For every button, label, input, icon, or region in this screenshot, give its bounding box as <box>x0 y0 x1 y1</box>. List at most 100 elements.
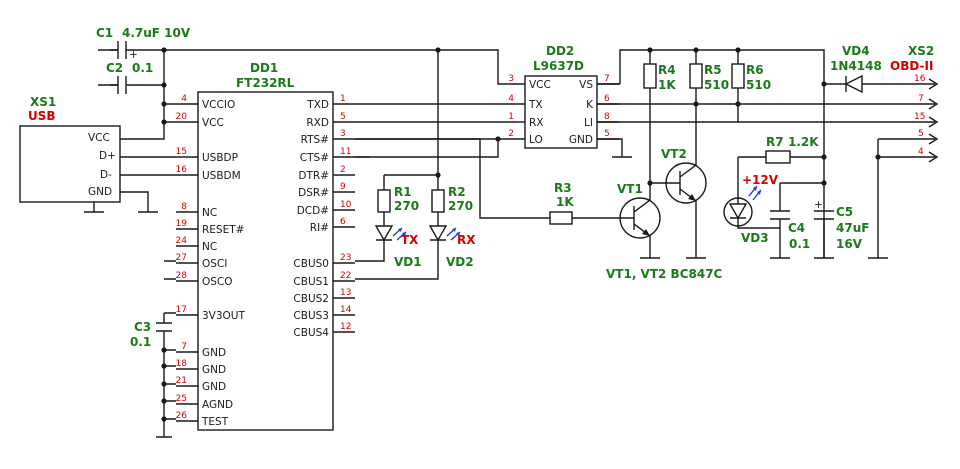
xs2-ref: XS2 <box>908 44 934 58</box>
dd1-pin-3-number: 3 <box>340 129 346 139</box>
xs1-pin-dminus: D- <box>100 169 112 181</box>
dd2-pin-8-number: 8 <box>604 112 610 122</box>
dd1-pin-17-number: 17 <box>176 305 187 315</box>
xs1-pin-vcc: VCC <box>88 132 110 144</box>
dd1-pin-24-name: NC <box>202 241 217 253</box>
dd2-pin-1-number: 1 <box>508 112 514 122</box>
dd1-pin-22-number: 22 <box>340 271 351 281</box>
r2-resistor <box>431 189 445 213</box>
dd1-pin-14-number: 14 <box>340 305 352 315</box>
junction-dots <box>161 47 881 422</box>
r5-resistor <box>689 63 703 89</box>
vd3-tag: +12V <box>742 173 779 187</box>
dd1-pin-11-number: 11 <box>340 147 351 157</box>
dd1-pin-2-name: DTR# <box>298 170 329 182</box>
vt2-ref: VT2 <box>661 147 687 161</box>
r3-resistor <box>549 211 573 225</box>
dd1-pin-9-name: DSR# <box>298 187 329 199</box>
vd3-ref: VD3 <box>741 231 769 245</box>
r4-value: 1K <box>658 78 676 92</box>
dd1-pin-1-number: 1 <box>340 94 346 104</box>
dd1-pin-21-name: GND <box>202 381 226 393</box>
dd2-pin-2-number: 2 <box>508 129 514 139</box>
c5-capacitor: + C5 47uF 16V <box>814 199 869 259</box>
dd1-pin-8-name: NC <box>202 207 217 219</box>
dd2-pin-6-name: K <box>586 99 594 111</box>
r7-ref: R7 <box>766 135 784 149</box>
r6-value: 510 <box>746 78 771 92</box>
dd1-pin-26-name: TEST <box>201 416 229 428</box>
dd1-right-pins: 1TXD5RXD3RTS#11CTS#2DTR#9DSR#10DCD#6RI#2… <box>293 94 355 339</box>
c4-value: 0.1 <box>789 237 810 251</box>
dd2-pin-5-name: GND <box>569 134 593 146</box>
c5-value: 47uF <box>836 221 869 235</box>
c3-value: 0.1 <box>130 335 151 349</box>
vd2-rx-led: R2 270 RX VD2 <box>355 174 476 280</box>
r1-ref: R1 <box>394 185 412 199</box>
dd1-pin-13-name: CBUS2 <box>293 293 329 305</box>
xs1-usb-connector: XS1 USB VCC D+ D- GND <box>19 95 121 203</box>
dd1-pin-5-number: 5 <box>340 112 346 122</box>
vt-part-note: VT1, VT2 BC847C <box>606 267 723 281</box>
dd1-pin-4-number: 4 <box>181 94 187 104</box>
vd2-ref: VD2 <box>446 255 474 269</box>
vd4-ref: VD4 <box>842 44 870 58</box>
vt2-transistor: VT2 <box>650 104 707 258</box>
r1-resistor <box>377 189 391 213</box>
dd1-pin-10-name: DCD# <box>297 205 329 217</box>
dd1-pin-16-name: USBDM <box>202 170 241 182</box>
c3-ref: C3 <box>134 320 151 334</box>
dd1-pin-14-name: CBUS3 <box>293 310 329 322</box>
c2-value: 0.1 <box>132 61 153 75</box>
c4-ref: C4 <box>788 221 805 235</box>
vd1-ref: VD1 <box>394 255 422 269</box>
dd1-pin-7-name: GND <box>202 347 226 359</box>
c1-value: 4.7uF 10V <box>122 26 191 40</box>
dd1-pin-25-name: AGND <box>202 399 233 411</box>
dd1-pin-5-name: RXD <box>306 117 329 129</box>
xs2-pin-5: 5 <box>918 129 924 139</box>
dd1-pin-28-name: OSCO <box>202 276 233 288</box>
dd2-pin-6-number: 6 <box>604 94 610 104</box>
dd2-pin-1-name: RX <box>529 117 544 129</box>
r5-value: 510 <box>704 78 729 92</box>
c5-ref: C5 <box>836 205 853 219</box>
vd2-tag: RX <box>457 233 476 247</box>
c1-ref: C1 <box>96 26 113 40</box>
r7-value: 1.2K <box>788 135 819 149</box>
xs1-pin-dplus: D+ <box>99 150 116 162</box>
dd1-pin-15-number: 15 <box>176 147 187 157</box>
dd2-pin-2-name: LO <box>529 134 543 146</box>
xs2-obd-connector: XS2 OBD-II 16 7 15 5 4 <box>868 44 939 259</box>
dd1-pin-27-name: OSCI <box>202 258 227 270</box>
dd1-pin-26-number: 26 <box>176 411 188 421</box>
xs2-name: OBD-II <box>890 59 933 73</box>
dd1-pin-11-name: CTS# <box>300 152 329 164</box>
vt1-transistor: VT1 <box>617 182 661 258</box>
dd1-pin-1-name: TXD <box>306 99 329 111</box>
dd2-gnd-wire <box>597 138 632 158</box>
dd1-pin-27-number: 27 <box>176 253 187 263</box>
xs2-pin-4: 4 <box>918 147 924 157</box>
dd1-pin-12-name: CBUS4 <box>293 327 329 339</box>
dd1-name: FT232RL <box>236 76 295 90</box>
dd1-body <box>197 91 334 431</box>
dd1-pin-21-number: 21 <box>176 376 187 386</box>
r3-resistor-group: R3 1K <box>549 181 626 225</box>
dd1-pin-23-number: 23 <box>340 253 351 263</box>
dd1-pin-6-number: 6 <box>340 217 346 227</box>
r6-ref: R6 <box>746 63 764 77</box>
r3-value: 1K <box>556 195 574 209</box>
r6-resistor <box>731 63 745 89</box>
dd1-pin-17-name: 3V3OUT <box>202 310 245 322</box>
dd1-pin-8-number: 8 <box>181 202 187 212</box>
dd2-pin-4-number: 4 <box>508 94 514 104</box>
c2-capacitor: C2 0.1 <box>106 61 153 94</box>
vd4-value: 1N4148 <box>830 59 882 73</box>
r3-ref: R3 <box>554 181 572 195</box>
xs2-pin-16: 16 <box>914 74 926 84</box>
